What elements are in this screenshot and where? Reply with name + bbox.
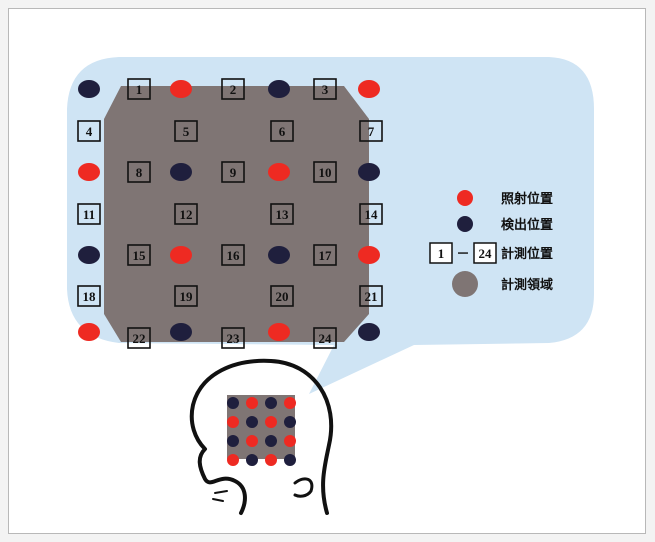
detection-dot bbox=[268, 80, 290, 98]
measurement-number: 22 bbox=[133, 331, 146, 346]
head-irradiation-dot bbox=[284, 397, 296, 409]
measurement-number: 20 bbox=[276, 289, 289, 304]
head-irradiation-dot bbox=[246, 397, 258, 409]
legend-region-label: 計測領域 bbox=[501, 277, 553, 293]
legend-irradiation-dot bbox=[457, 190, 473, 206]
head-profile-outline-icon bbox=[192, 361, 331, 513]
measurement-number: 2 bbox=[230, 82, 237, 97]
irradiation-dot bbox=[170, 80, 192, 98]
irradiation-dot bbox=[268, 323, 290, 341]
head-irradiation-dot bbox=[284, 435, 296, 447]
measurement-number: 4 bbox=[86, 124, 93, 139]
measurement-number: 8 bbox=[136, 165, 143, 180]
head-detection-dot bbox=[284, 454, 296, 466]
legend-range-end: 24 bbox=[479, 246, 493, 261]
legend-irradiation-label: 照射位置 bbox=[501, 191, 553, 207]
legend-measurement-label: 計測位置 bbox=[501, 246, 553, 262]
measurement-number: 15 bbox=[133, 248, 147, 263]
detection-dot bbox=[358, 323, 380, 341]
measurement-number: 17 bbox=[319, 248, 333, 263]
irradiation-dot bbox=[170, 246, 192, 264]
measurement-number: 11 bbox=[83, 207, 95, 222]
measurement-number: 21 bbox=[365, 289, 378, 304]
head-detection-dot bbox=[265, 397, 277, 409]
legend-range-dash: － bbox=[456, 246, 469, 261]
measurement-number: 13 bbox=[276, 207, 290, 222]
measurement-number: 5 bbox=[183, 124, 190, 139]
measurement-number: 7 bbox=[368, 124, 375, 139]
head-detection-dot bbox=[246, 416, 258, 428]
detection-dot bbox=[170, 163, 192, 181]
measurement-number: 23 bbox=[227, 331, 241, 346]
measurement-number: 18 bbox=[83, 289, 97, 304]
head-irradiation-dot bbox=[246, 435, 258, 447]
head-detection-dot bbox=[246, 454, 258, 466]
measurement-number: 12 bbox=[180, 207, 193, 222]
head-detection-dot bbox=[227, 435, 239, 447]
measurement-number: 1 bbox=[136, 82, 143, 97]
legend-range-start: 1 bbox=[438, 246, 445, 261]
irradiation-dot bbox=[78, 323, 100, 341]
measurement-number: 14 bbox=[365, 207, 379, 222]
measurement-number: 19 bbox=[180, 289, 194, 304]
measurement-number: 24 bbox=[319, 331, 333, 346]
irradiation-dot bbox=[358, 80, 380, 98]
head-irradiation-dot bbox=[265, 454, 277, 466]
legend-detection-label: 検出位置 bbox=[501, 217, 553, 233]
irradiation-dot bbox=[78, 163, 100, 181]
measurement-number: 10 bbox=[319, 165, 332, 180]
measurement-number: 3 bbox=[322, 82, 329, 97]
head-irradiation-dot bbox=[265, 416, 277, 428]
head-irradiation-dot bbox=[227, 454, 239, 466]
irradiation-dot bbox=[268, 163, 290, 181]
detection-dot bbox=[170, 323, 192, 341]
irradiation-dot bbox=[358, 246, 380, 264]
detection-dot bbox=[268, 246, 290, 264]
head-irradiation-dot bbox=[227, 416, 239, 428]
measurement-number: 9 bbox=[230, 165, 237, 180]
head-detection-dot bbox=[265, 435, 277, 447]
detection-dot bbox=[78, 80, 100, 98]
legend-detection-dot bbox=[457, 216, 473, 232]
measurement-number: 16 bbox=[227, 248, 241, 263]
head-detection-dot bbox=[284, 416, 296, 428]
legend-region-swatch bbox=[452, 271, 478, 297]
head-detection-dot bbox=[227, 397, 239, 409]
measurement-number: 6 bbox=[279, 124, 286, 139]
detection-dot bbox=[358, 163, 380, 181]
measurement-region bbox=[104, 86, 369, 342]
detection-dot bbox=[78, 246, 100, 264]
